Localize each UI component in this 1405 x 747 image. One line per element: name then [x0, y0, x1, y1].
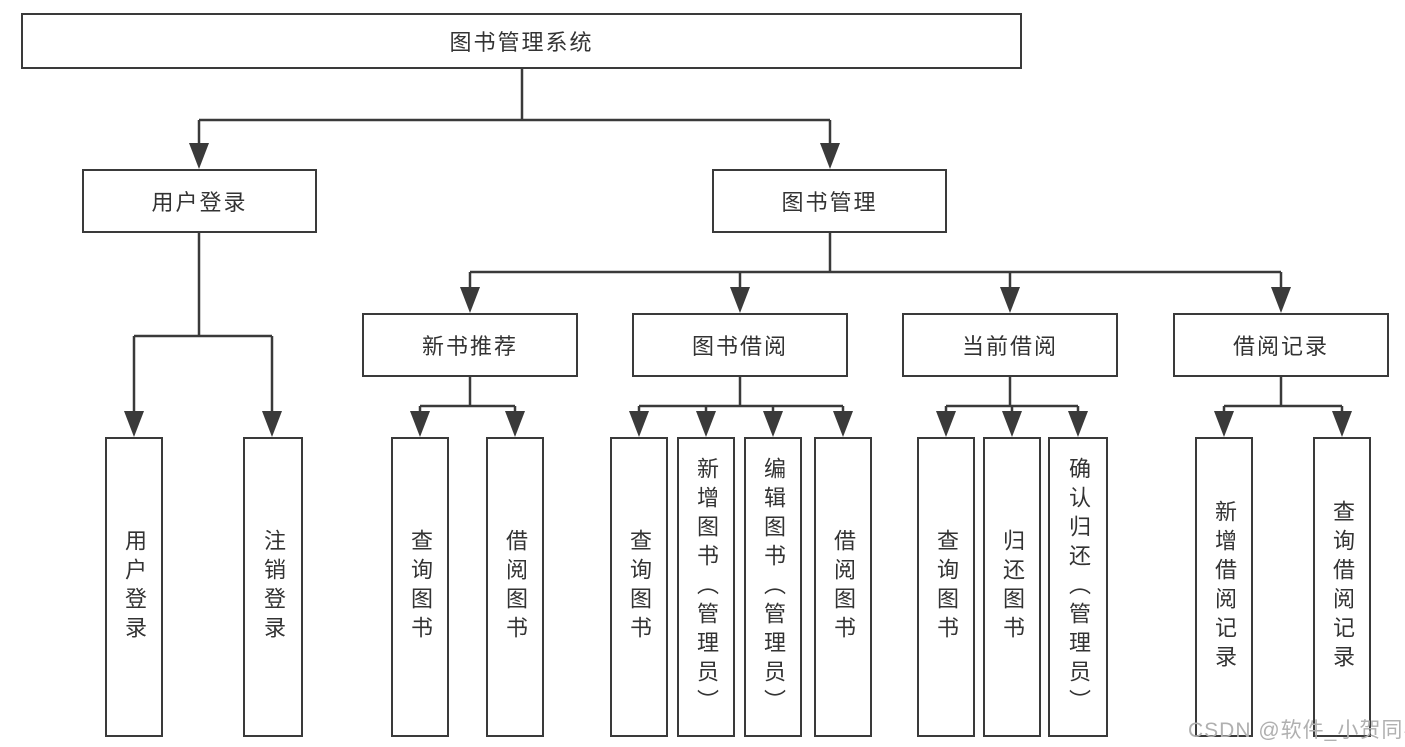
- node-user-login-leaf-label: 用户登录: [122, 529, 147, 645]
- node-book-borrow-label: 图书借阅: [691, 334, 788, 359]
- node-query-books-1-label: 查询图书: [408, 529, 433, 645]
- node-borrow-books-2-label: 借阅图书: [831, 529, 856, 645]
- arrowheads: [124, 143, 1352, 437]
- node-borrow-books-1-label: 借阅图书: [503, 529, 528, 645]
- node-borrow-books-1: 借阅图书: [486, 437, 544, 737]
- node-logout-leaf-label: 注销登录: [261, 529, 286, 645]
- node-add-book-admin-label: 新增图书（管理员）: [694, 456, 719, 718]
- node-edit-book-admin: 编辑图书（管理员）: [744, 437, 802, 737]
- node-root-label: 图书管理系统: [449, 30, 594, 55]
- node-return-books-label: 归还图书: [1000, 529, 1025, 645]
- node-new-book-recommend-label: 新书推荐: [421, 334, 518, 359]
- node-query-books-2: 查询图书: [610, 437, 668, 737]
- node-user-login-label: 用户登录: [151, 190, 248, 215]
- node-user-login-leaf: 用户登录: [105, 437, 163, 737]
- node-borrow-record: 借阅记录: [1173, 313, 1389, 377]
- node-current-borrow-label: 当前借阅: [961, 334, 1058, 359]
- node-query-books-2-label: 查询图书: [627, 529, 652, 645]
- node-query-borrow-record: 查询借阅记录: [1313, 437, 1371, 737]
- node-borrow-books-2: 借阅图书: [814, 437, 872, 737]
- node-query-books-3: 查询图书: [917, 437, 975, 737]
- node-confirm-return-admin-label: 确认归还（管理员）: [1066, 456, 1091, 718]
- node-return-books: 归还图书: [983, 437, 1041, 737]
- node-book-borrow: 图书借阅: [632, 313, 848, 377]
- node-query-borrow-record-label: 查询借阅记录: [1330, 500, 1355, 674]
- node-book-management: 图书管理: [712, 169, 947, 233]
- node-borrow-record-label: 借阅记录: [1232, 334, 1329, 359]
- node-query-books-3-label: 查询图书: [934, 529, 959, 645]
- node-user-login: 用户登录: [82, 169, 317, 233]
- node-query-books-1: 查询图书: [391, 437, 449, 737]
- csdn-watermark: CSDN @软件_小贺同学: [1188, 719, 1405, 742]
- node-add-book-admin: 新增图书（管理员）: [677, 437, 735, 737]
- node-add-borrow-record-label: 新增借阅记录: [1212, 500, 1237, 674]
- node-add-borrow-record: 新增借阅记录: [1195, 437, 1253, 737]
- node-root: 图书管理系统: [21, 13, 1022, 69]
- node-book-management-label: 图书管理: [781, 190, 878, 215]
- node-edit-book-admin-label: 编辑图书（管理员）: [761, 456, 786, 718]
- node-current-borrow: 当前借阅: [902, 313, 1118, 377]
- node-new-book-recommend: 新书推荐: [362, 313, 578, 377]
- node-confirm-return-admin: 确认归还（管理员）: [1048, 437, 1108, 737]
- node-logout-leaf: 注销登录: [243, 437, 303, 737]
